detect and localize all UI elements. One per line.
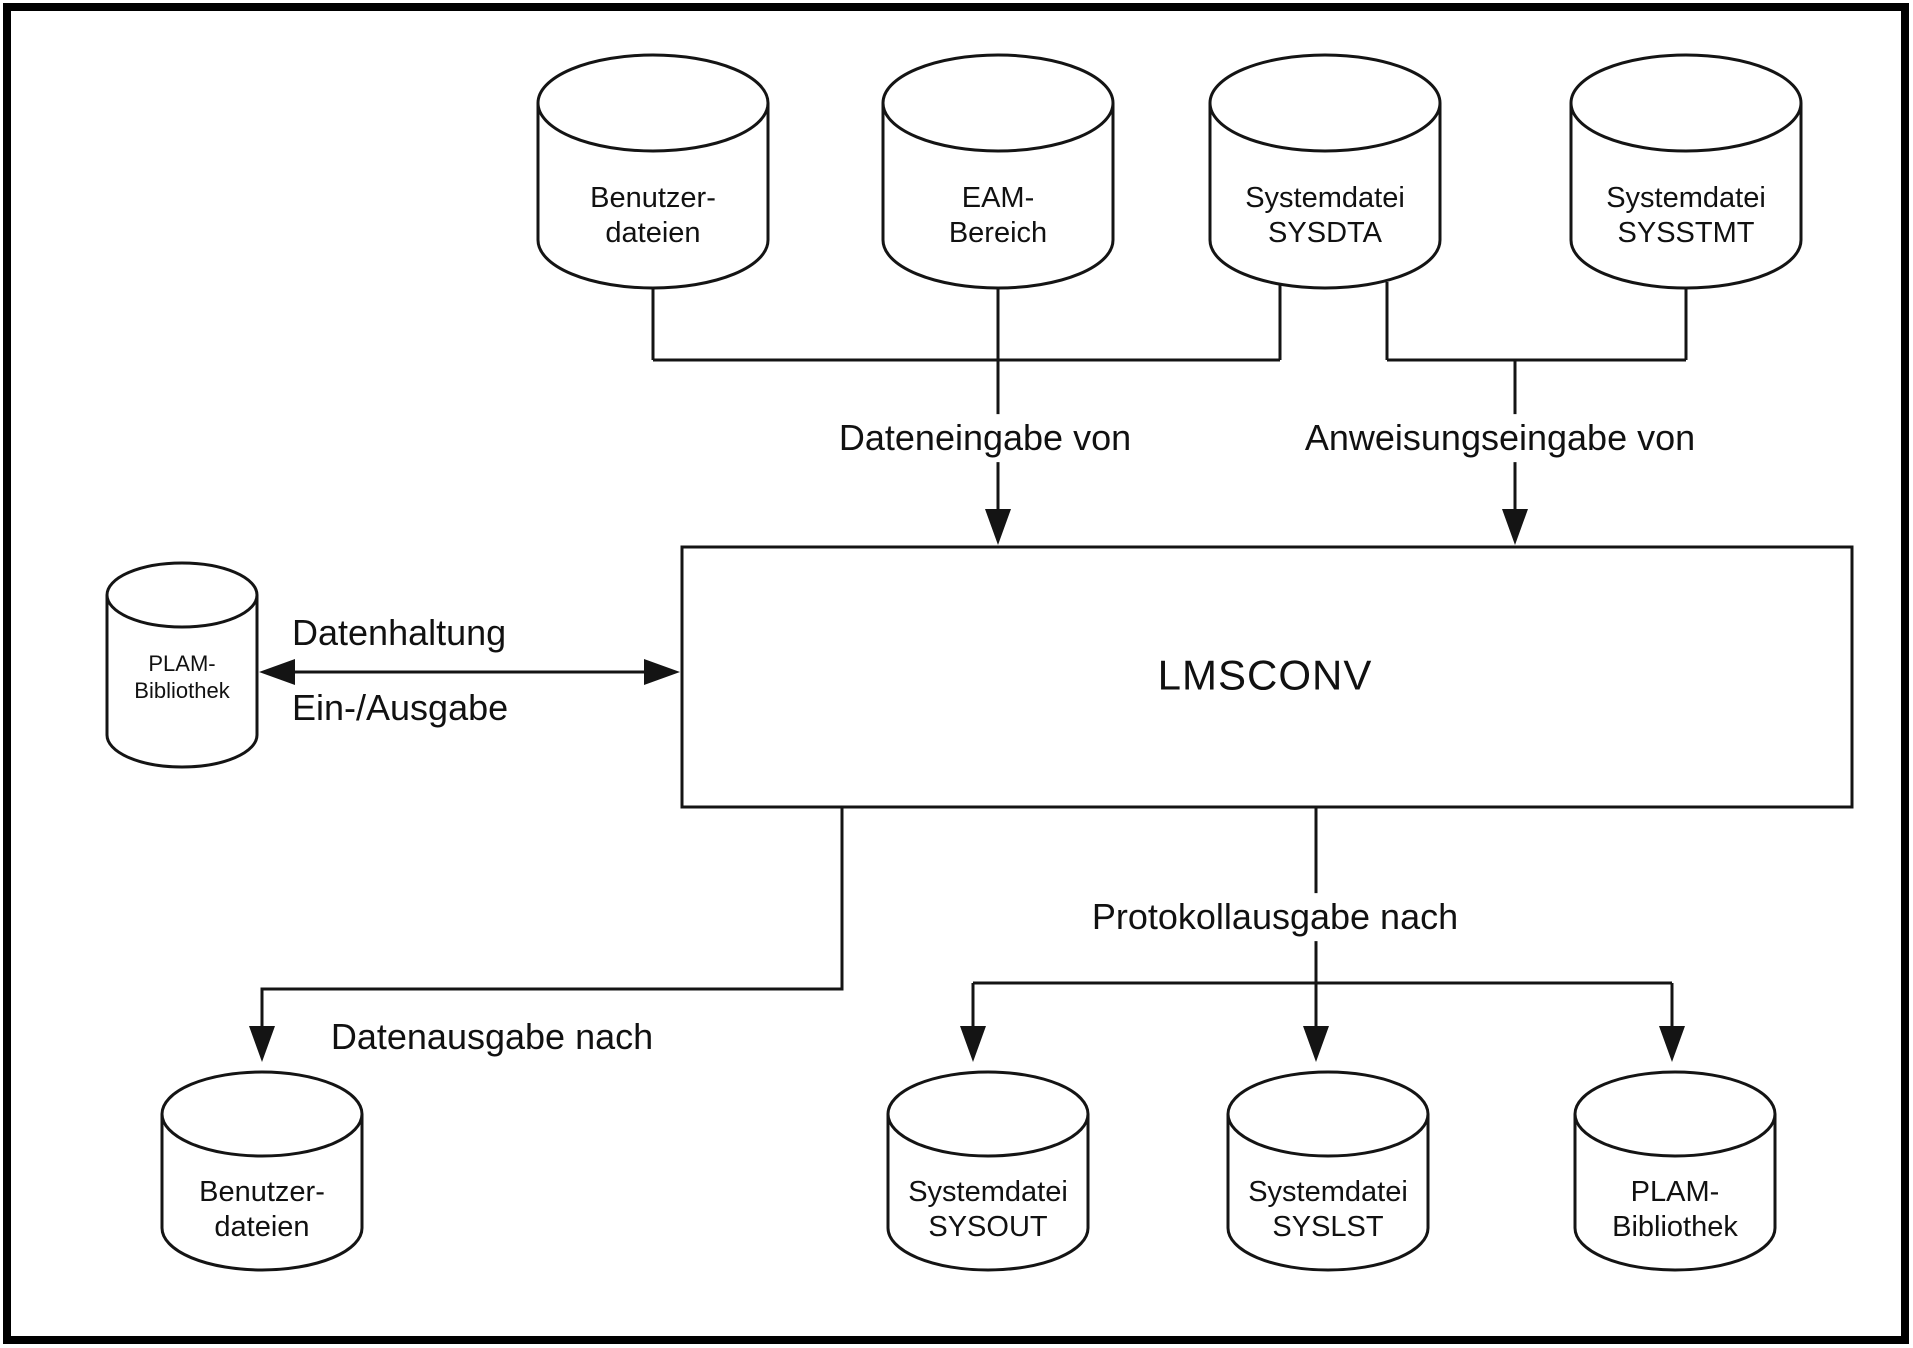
flow-label-dateneingabe: Dateneingabe von: [828, 414, 1142, 462]
database-cylinder-sysout: [886, 1070, 1090, 1272]
cylinder-label-eam-bereich: EAM- Bereich: [948, 182, 1048, 249]
connector-log-output-distributor: [960, 807, 1685, 1062]
database-cylinder-benutzerdateien-top: [536, 53, 770, 290]
cylinder-label-sysdta: Systemdatei SYSDTA: [1245, 182, 1405, 249]
flow-label-anweisungseingabe: Anweisungseingabe von: [1294, 414, 1706, 462]
database-cylinder-sysdta: [1208, 53, 1442, 290]
lmsconv-box-label: LMSCONV: [1157, 651, 1373, 699]
lmsconv-process-box: [680, 545, 1854, 809]
cylinder-label-sysstmt: Systemdatei SYSSTMT: [1606, 182, 1766, 249]
cylinder-label-plam-io: PLAM- Bibliothek: [134, 651, 230, 703]
database-cylinder-plam-io: [105, 561, 259, 769]
arrow-down-icon: [960, 1026, 986, 1062]
arrow-down-icon: [1502, 509, 1528, 545]
database-cylinder-syslst: [1226, 1070, 1430, 1272]
flow-label-datenausgabe: Datenausgabe nach: [320, 1013, 664, 1061]
database-cylinder-eam-bereich: [881, 53, 1115, 290]
arrow-down-icon: [249, 1026, 275, 1062]
arrow-right-icon: [644, 659, 680, 685]
connector-data-input-collector: [651, 282, 1282, 545]
flow-label-ein-ausgabe: Ein-/Ausgabe: [292, 687, 509, 729]
arrow-down-icon: [1659, 1026, 1685, 1062]
database-cylinder-benutzerdateien-bottom: [160, 1070, 364, 1272]
cylinder-label-benutzerdateien-bottom: Benutzer- dateien: [199, 1176, 325, 1243]
flow-label-protokollausgabe: Protokollausgabe nach: [1081, 893, 1469, 941]
cylinder-label-benutzerdateien-top: Benutzer- dateien: [590, 182, 716, 249]
page-border: [3, 3, 1909, 1344]
arrow-down-icon: [1303, 1026, 1329, 1062]
cylinder-label-syslst: Systemdatei SYSLST: [1248, 1176, 1408, 1243]
connector-data-management-double-arrow: [259, 659, 680, 685]
flow-label-datenhaltung: Datenhaltung: [292, 612, 507, 654]
arrow-left-icon: [259, 659, 295, 685]
database-cylinder-sysstmt: [1569, 53, 1803, 290]
database-cylinder-plam-out: [1573, 1070, 1777, 1272]
cylinder-label-sysout: Systemdatei SYSOUT: [908, 1176, 1068, 1243]
arrow-down-icon: [985, 509, 1011, 545]
cylinder-label-plam-out: PLAM- Bibliothek: [1612, 1176, 1738, 1243]
connector-data-output: [249, 807, 844, 1062]
